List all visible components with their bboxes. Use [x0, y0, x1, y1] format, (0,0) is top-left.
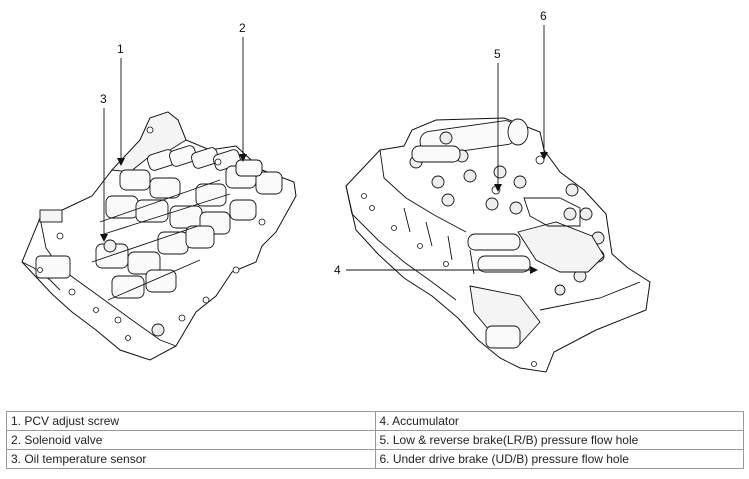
callout-5: 5 [494, 47, 502, 192]
legend-item-solenoid-valve: 2. Solenoid valve [6, 430, 376, 450]
legend-item-ud-brake-hole: 6. Under drive brake (UD/B) pressure flo… [374, 449, 744, 469]
legend-row: 1. PCV adjust screw 4. Accumulator [6, 411, 744, 431]
legend-table: 1. PCV adjust screw 4. Accumulator 2. So… [6, 411, 744, 469]
svg-text:3: 3 [100, 92, 107, 106]
callout-4: 4 [334, 263, 538, 277]
left-valve-body-illustration [21, 111, 297, 361]
svg-text:5: 5 [494, 47, 501, 61]
legend-item-pcv-adjust-screw: 1. PCV adjust screw [6, 411, 376, 431]
callout-6: 6 [540, 9, 548, 160]
valve-body-diagram: 1 2 3 4 5 6 [21, 9, 651, 373]
right-valve-body-illustration [345, 117, 651, 373]
legend-item-lr-brake-hole: 5. Low & reverse brake(LR/B) pressure fl… [374, 430, 744, 450]
svg-text:6: 6 [540, 9, 547, 23]
legend-row: 3. Oil temperature sensor 6. Under drive… [6, 449, 744, 469]
callout-2: 2 [239, 21, 247, 162]
callout-1: 1 [117, 42, 125, 166]
svg-text:2: 2 [239, 21, 246, 35]
legend-row: 2. Solenoid valve 5. Low & reverse brake… [6, 430, 744, 450]
legend-item-oil-temperature-sensor: 3. Oil temperature sensor [6, 449, 376, 469]
legend-item-accumulator: 4. Accumulator [374, 411, 744, 431]
svg-text:1: 1 [117, 42, 124, 56]
callout-3: 3 [100, 92, 108, 242]
svg-text:4: 4 [334, 263, 341, 277]
